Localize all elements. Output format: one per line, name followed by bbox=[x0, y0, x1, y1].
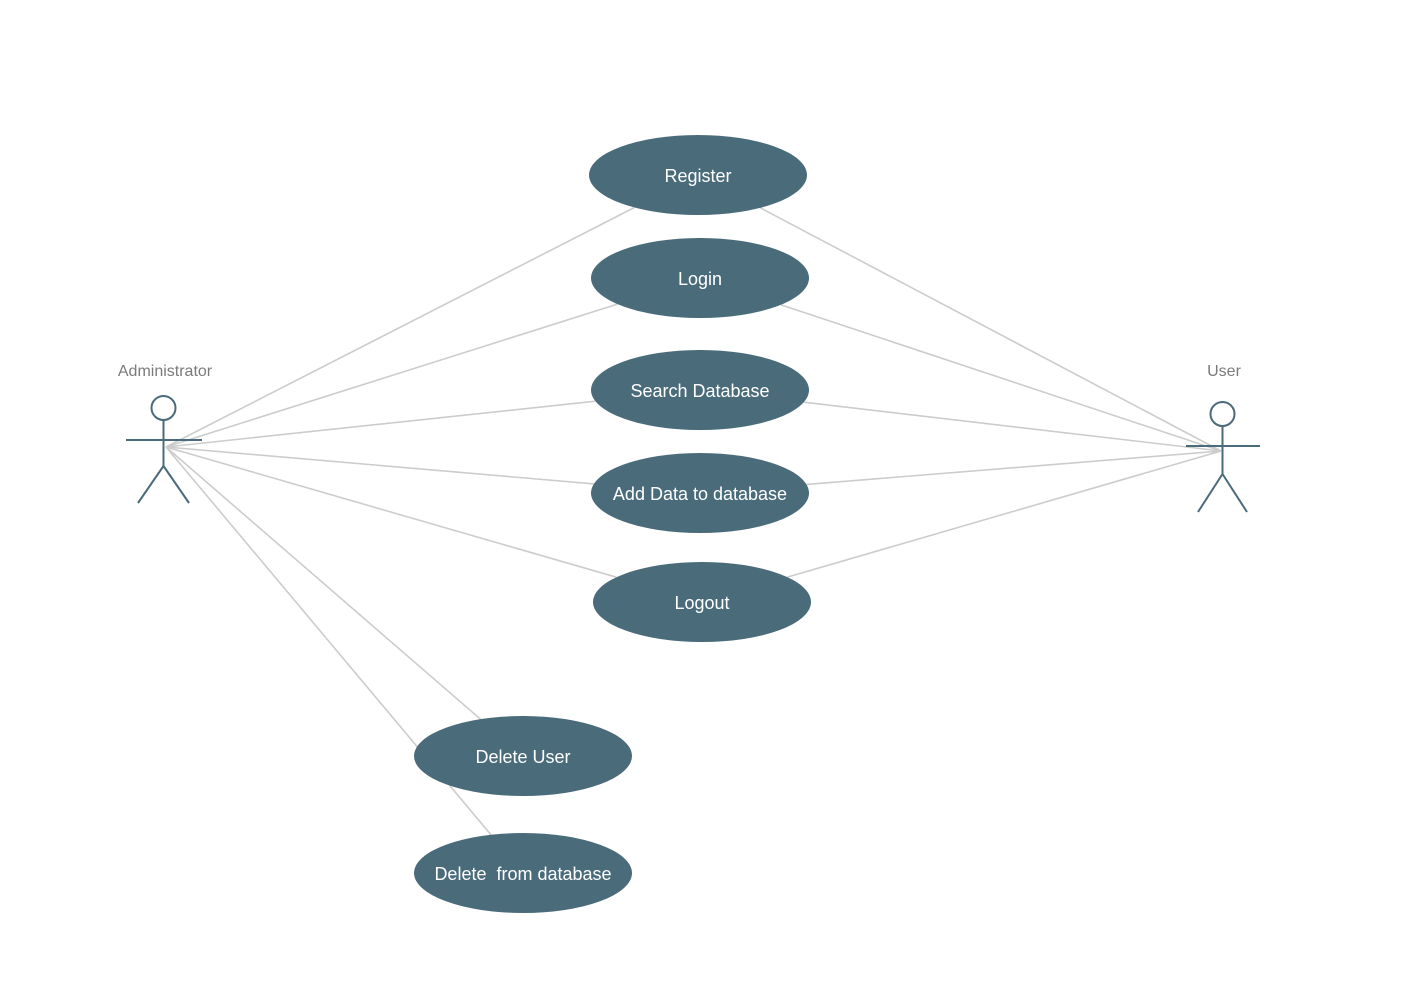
use-case-delete-from-database[interactable]: Delete from database bbox=[414, 833, 632, 913]
association-administrator-register bbox=[165, 206, 635, 448]
use-case-logout-label: Logout bbox=[674, 593, 729, 613]
use-case-logout[interactable]: Logout bbox=[593, 562, 811, 642]
use-case-delete-from-database-shape bbox=[414, 833, 632, 913]
association-administrator-delete-user bbox=[165, 446, 482, 720]
association-user-logout bbox=[787, 450, 1222, 578]
use-case-search-database[interactable]: Search Database bbox=[591, 350, 809, 430]
use-case-delete-user[interactable]: Delete User bbox=[414, 716, 632, 796]
association-administrator-login bbox=[165, 303, 618, 448]
use-case-register-shape bbox=[589, 135, 807, 215]
use-case-login[interactable]: Login bbox=[591, 238, 809, 318]
use-case-add-data-label: Add Data to database bbox=[613, 484, 787, 504]
use-case-delete-user-label: Delete User bbox=[475, 747, 570, 767]
association-administrator-search-database bbox=[165, 400, 596, 448]
actor-user-label: User bbox=[1207, 363, 1241, 380]
use-case-add-data[interactable]: Add Data to database bbox=[591, 453, 809, 533]
association-administrator-logout bbox=[165, 446, 617, 578]
use-case-delete-from-database-label: Delete from database bbox=[434, 864, 611, 884]
use-case-register[interactable]: Register bbox=[589, 135, 807, 215]
administrator-figure-icon bbox=[126, 395, 202, 504]
association-administrator-add-data bbox=[165, 446, 594, 485]
actor-administrator-label: Administrator bbox=[118, 363, 213, 380]
use-case-search-database-label: Search Database bbox=[630, 381, 769, 401]
association-lines bbox=[165, 206, 1222, 836]
actor-user[interactable]: User bbox=[1186, 363, 1260, 513]
association-user-register bbox=[759, 207, 1222, 452]
association-user-search-database bbox=[803, 401, 1222, 452]
use-case-delete-user-shape bbox=[414, 716, 632, 796]
association-user-add-data bbox=[806, 450, 1222, 486]
use-case-register-label: Register bbox=[664, 166, 731, 186]
use-case-logout-shape bbox=[593, 562, 811, 642]
use-case-search-database-shape bbox=[591, 350, 809, 430]
user-figure-icon bbox=[1186, 401, 1260, 513]
association-user-login bbox=[780, 304, 1222, 452]
use-case-login-shape bbox=[591, 238, 809, 318]
use-case-login-label: Login bbox=[678, 269, 722, 289]
actor-administrator[interactable]: Administrator bbox=[118, 363, 213, 504]
use-case-add-data-shape bbox=[591, 453, 809, 533]
